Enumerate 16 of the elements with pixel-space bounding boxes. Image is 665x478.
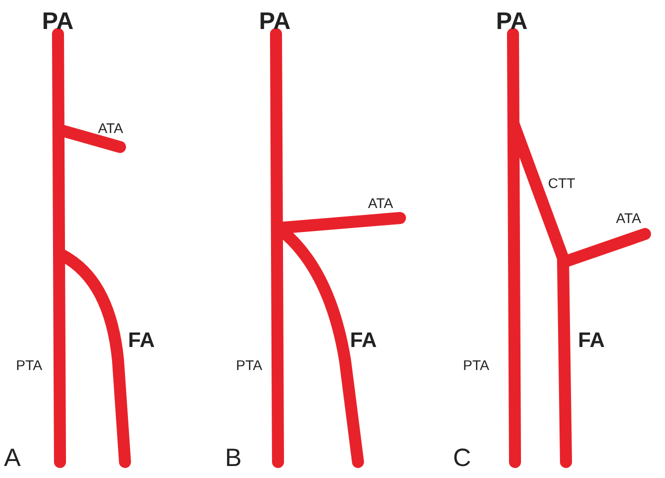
- vessel-label: PA: [259, 10, 291, 34]
- vessel-label: FA: [128, 330, 155, 351]
- vessel-label: PA: [496, 10, 528, 34]
- panel-letter: A: [4, 446, 21, 471]
- vessel-label: FA: [578, 330, 605, 351]
- vessel-label: PA: [42, 10, 74, 34]
- panel-letter: B: [225, 446, 242, 471]
- vessel-label: FA: [350, 330, 377, 351]
- vessel-label: ATA: [616, 211, 642, 225]
- vessel-label: PTA: [236, 358, 262, 372]
- vessel-label: CTT: [548, 176, 576, 190]
- panel-letter: C: [453, 446, 472, 471]
- vessel-label: ATA: [98, 121, 124, 135]
- vessel-label: PTA: [16, 358, 42, 372]
- vessel-label: PTA: [463, 358, 490, 372]
- vessel-label: ATA: [368, 196, 394, 210]
